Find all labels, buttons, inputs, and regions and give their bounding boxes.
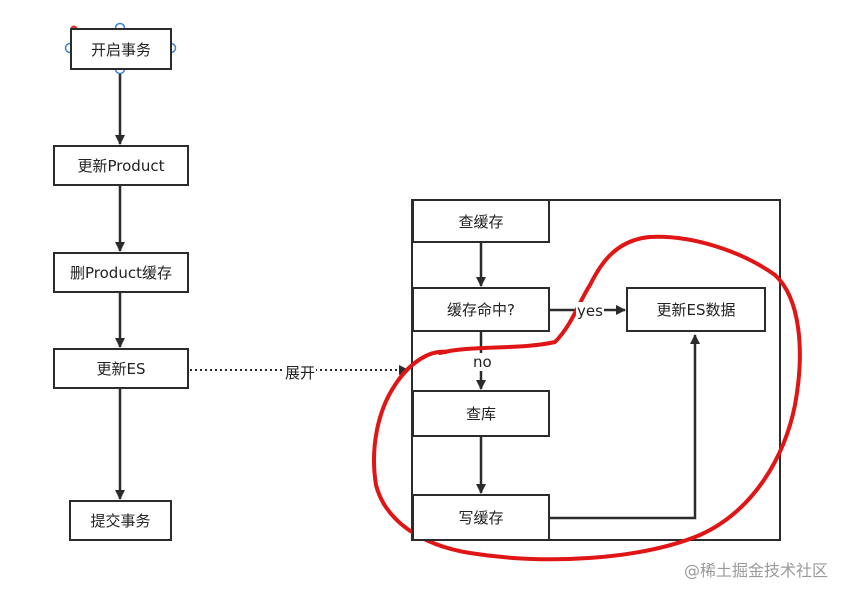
- node-query-db[interactable]: 查库: [412, 390, 550, 437]
- node-cache-hit[interactable]: 缓存命中?: [412, 287, 550, 332]
- red-highlight-circle: [372, 234, 802, 562]
- node-update-product[interactable]: 更新Product: [53, 145, 189, 186]
- node-update-es-data[interactable]: 更新ES数据: [626, 287, 766, 332]
- node-update-es[interactable]: 更新ES: [53, 348, 189, 389]
- arrow-write-cache-to-update-es-data: [550, 334, 700, 520]
- edge-label-no: no: [472, 353, 493, 371]
- node-start-transaction[interactable]: 开启事务: [70, 28, 172, 70]
- node-check-cache[interactable]: 查缓存: [412, 199, 550, 243]
- node-delete-product-cache[interactable]: 删Product缓存: [53, 252, 189, 293]
- watermark-text: @稀土掘金技术社区: [684, 561, 829, 580]
- node-write-cache[interactable]: 写缓存: [412, 494, 550, 541]
- edge-label-yes: yes: [576, 302, 604, 320]
- edge-label-expand: 展开: [284, 362, 317, 383]
- node-commit-transaction[interactable]: 提交事务: [69, 500, 172, 541]
- expanded-container: [411, 199, 781, 541]
